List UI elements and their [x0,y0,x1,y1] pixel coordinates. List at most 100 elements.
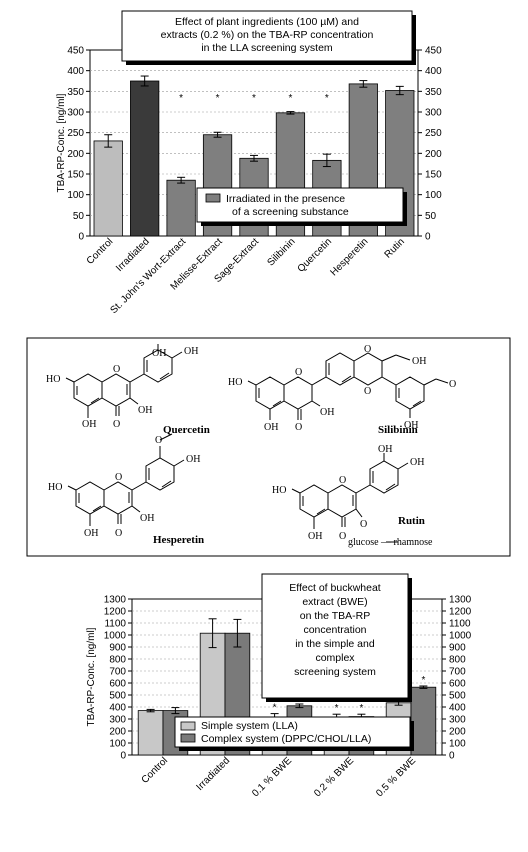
hesperetin-structure [67,433,185,526]
y-tick-label-right: 300 [449,715,466,726]
x-category-label: 0.2 % BWE [312,755,356,799]
chart2-title-line: concentration [303,624,366,636]
y-tick-label-right: 300 [425,108,442,119]
x-category-label: Rutin [383,236,407,260]
silibinin-keto-o: O [295,422,302,433]
chart2-title-line: screening system [294,666,376,678]
significance-mark: * [273,703,277,714]
y-tick-label-right: 700 [449,667,466,678]
y-tick-label-right: 200 [449,727,466,738]
bar [130,80,160,237]
y-tick-label-right: 0 [449,751,455,762]
rutin-oh-top2: OH [410,457,424,468]
chart1-title-line-2: extracts (0.2 %) on the TBA-RP concentra… [161,29,374,41]
y-tick-label-right: 150 [425,170,442,181]
chart2-legend-complex: Complex system (DPPC/CHOL/LLA) [201,733,371,745]
y-tick-label-left: 0 [78,232,84,243]
silibinin-ome-o: O [449,379,456,390]
silibinin-dioxane-o2: O [364,386,371,397]
chart2-legend-simple: Simple system (LLA) [201,720,298,732]
y-tick-label-left: 300 [109,715,126,726]
rutin-ho: HO [272,485,286,496]
y-tick-label-left: 1300 [104,595,127,606]
silibinin-dioxane-o1: O [364,344,371,355]
y-tick-label-left: 1000 [104,631,127,642]
bar [166,179,196,237]
rutin-glycoside-o: O [360,519,367,530]
y-tick-label-left: 500 [109,691,126,702]
quercetin-ho: HO [46,374,60,385]
y-tick-label-right: 900 [449,643,466,654]
hesperetin-oh-3: OH [140,513,154,524]
hesperetin-ome-o: O [155,435,162,446]
quercetin-oh-top2: OH [184,346,198,357]
quercetin-name: Quercetin [163,424,210,436]
quercetin-structure [65,344,183,418]
y-tick-label-right: 1000 [449,631,472,642]
y-tick-label-left: 1200 [104,607,127,618]
y-tick-label-left: 400 [109,703,126,714]
bar-complex [410,686,437,756]
y-tick-label-left: 200 [67,149,84,160]
structures-panel: OH OH HO O OH OH O Quercetin HO O [26,337,511,557]
chart2-title-box [261,573,409,699]
significance-mark: * [216,93,220,104]
rutin-ring-o: O [339,475,346,486]
rutin-structure [291,453,409,543]
y-tick-label-left: 700 [109,667,126,678]
chart2-title-line: complex [315,652,355,664]
quercetin-oh-5: OH [82,419,96,430]
bar-simple [137,710,164,756]
y-tick-label-right: 1200 [449,607,472,618]
silibinin-oh-5: OH [264,422,278,433]
y-tick-label-right: 100 [425,190,442,201]
significance-mark: * [421,675,425,686]
hesperetin-keto-o: O [115,528,122,539]
x-category-label: Silibinin [265,236,297,268]
quercetin-ring-o: O [113,364,120,375]
y-tick-label-right: 100 [449,739,466,750]
chart2-legend [174,716,411,748]
y-tick-label-left: 100 [109,739,126,750]
y-tick-label-right: 400 [449,703,466,714]
y-tick-label-left: 1100 [104,619,126,630]
y-tick-label-left: 600 [109,679,126,690]
y-tick-label-left: 350 [67,87,84,98]
rutin-name: Rutin [398,515,425,527]
x-category-label: Control [85,236,116,267]
y-tick-label-right: 200 [425,149,442,160]
chart2-legend-swatch-complex [180,733,196,743]
silibinin-ring-o: O [295,367,302,378]
hesperetin-name: Hesperetin [153,534,204,546]
x-category-label: Control [140,755,171,786]
chart2-left-ticks: 0100200300400500600700800900100011001200… [104,595,132,762]
quercetin-oh-3: OH [138,405,152,416]
chart1-legend-line-1: Irradiated in the presence [226,193,345,205]
silibinin-oh-4: OH [404,420,418,431]
x-category-label: Irradiated [114,236,152,274]
significance-mark: * [325,93,329,104]
x-category-label: Hesperetin [328,236,370,278]
quercetin-keto-o: O [113,419,120,430]
y-tick-label-right: 600 [449,679,466,690]
chart2-title-line: on the TBA-RP [300,610,370,622]
significance-mark: * [179,93,183,104]
y-tick-label-right: 50 [425,211,437,222]
chart2-legend-swatch-simple [180,721,196,731]
chart2-title-line: Effect of buckwheat [289,582,381,594]
y-tick-label-right: 450 [425,46,442,57]
silibinin-oh-3: OH [320,407,334,418]
y-tick-label-right: 1100 [449,619,471,630]
chart1-legend [196,187,404,223]
y-tick-label-right: 400 [425,66,442,77]
y-tick-label-left: 400 [67,66,84,77]
y-tick-label-right: 500 [449,691,466,702]
significance-mark: * [335,703,339,714]
y-tick-label-left: 250 [67,128,84,139]
chart2-y-axis-label: TBA-RP-Conc. [ng/ml] [86,627,97,726]
